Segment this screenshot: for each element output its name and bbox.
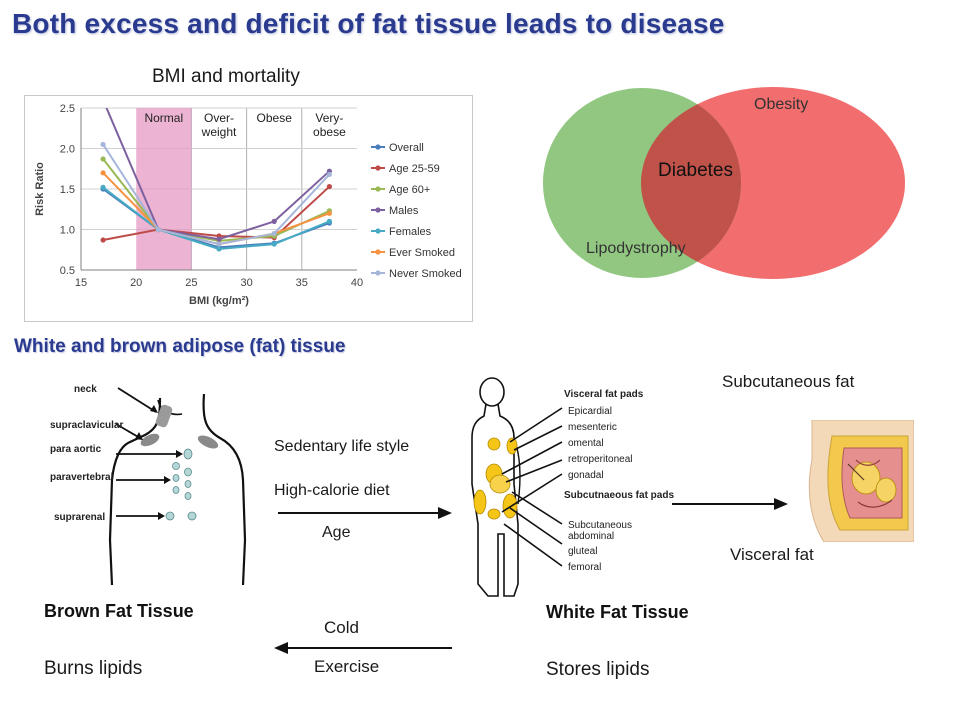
label-gluteal: gluteal [568,546,598,557]
brown-fat-figure: neck supraclavicular para aortic paraver… [40,380,270,590]
y-tick-label: 2.0 [60,144,75,156]
series-point [100,156,106,162]
band-label: Normal [144,111,183,125]
band-label: weight [201,125,237,139]
series-point [100,237,106,243]
label-cold: Cold [324,618,359,637]
x-tick-label: 20 [130,277,142,289]
label-omental: omental [568,438,604,449]
body-outline [471,377,563,597]
legend-label: Age 60+ [389,184,430,196]
label-suprarenal: suprarenal [54,512,106,523]
series-point [271,230,277,237]
subcut-header: Subcutnaeous fat pads [564,490,675,501]
legend-label: Never Smoked [389,268,462,280]
y-tick-label: 0.5 [60,265,75,277]
label-neck: neck [74,384,97,395]
label-exercise: Exercise [314,657,380,676]
bmi-chart-svg: Normal Over-weight Obese Very-obese 0.5 1.0 1… [34,103,462,307]
legend-marker [375,270,381,276]
series-point [326,171,332,178]
x-tick-label: 15 [75,277,87,289]
bmi-chart-heading: BMI and mortality [152,66,300,87]
label-visceral-fat: Visceral fat [730,545,814,564]
venn-label-lipodystrophy: Lipodystrophy [586,240,686,257]
brown-fat-title: Brown Fat Tissue [44,601,194,621]
white-fat-figure: Visceral fat pads Epicardial mesenteric … [464,374,674,604]
legend-label: Ever Smoked [389,247,455,259]
legend-marker [375,249,381,255]
x-tick-label: 30 [240,277,252,289]
venn-overlap [641,88,741,278]
x-tick-label: 35 [296,277,308,289]
series-point [216,246,222,252]
x-tick-label: 25 [185,277,197,289]
white-fat-title: White Fat Tissue [546,602,689,622]
legend-marker [375,144,381,150]
band-label: obese [313,125,346,139]
band-label: Obese [257,111,293,125]
legend-marker [375,165,381,171]
label-sedentary: Sedentary life style [274,438,410,455]
venn-label-obesity: Obesity [754,96,809,113]
series-point [216,236,222,242]
legend-label: Overall [389,142,424,154]
brown-fat-action: Burns lipids [44,658,143,679]
section-subtitle: White and brown adipose (fat) tissue [14,336,346,357]
bmi-mortality-chart: Normal Over-weight Obese Very-obese 0.5 1.0 1… [24,95,473,322]
series-point [271,241,277,247]
series-point [326,218,332,224]
label-mesenteric: mesenteric [568,422,617,433]
legend-label: Age 25-59 [389,163,440,175]
label-age: Age [322,524,351,541]
label-paravertebral: paravertebral [50,472,114,483]
right-arrow-brown-to-white [278,505,454,521]
x-axis-label: BMI (kg/m²) [189,295,249,307]
series-point [155,226,161,233]
series-point [100,184,106,190]
label-para-aortic: para aortic [50,444,102,455]
band-label: Very- [315,111,343,125]
label-high-calorie: High-calorie diet [274,482,390,499]
band-label: Over- [204,111,234,125]
venn-label-diabetes: Diabetes [658,160,733,181]
series-point [326,183,332,190]
page-title: Both excess and deficit of fat tissue le… [12,8,725,39]
venn-diagram: Obesity Diabetes Lipodystrophy [540,86,910,286]
y-tick-label: 1.5 [60,184,75,196]
y-tick-label: 1.0 [60,225,75,237]
series-point [100,141,106,148]
label-supraclavicular: supraclavicular [50,420,124,431]
series-point [100,170,106,176]
label-subcutaneous-fat: Subcutaneous fat [722,372,855,391]
torso-outline [108,387,247,586]
series-point [216,241,222,247]
label-retroperitoneal: retroperitoneal [568,454,633,465]
legend-label: Males [389,205,419,217]
legend-label: Females [389,226,432,238]
y-axis-label: Risk Ratio [34,162,46,216]
visceral-header: Visceral fat pads [564,389,644,400]
legend-marker [375,228,381,234]
left-arrow-white-to-brown [272,640,452,656]
series-point [271,218,277,224]
legend-marker [375,207,381,213]
chart-lines [100,108,332,252]
white-fat-action: Stores lipids [546,659,650,680]
chart-bands: Normal Over-weight Obese Very-obese [136,108,346,270]
x-tick-label: 40 [351,277,363,289]
legend-marker [375,186,381,192]
label-epicardial: Epicardial [568,406,612,417]
label-femoral: femoral [568,562,602,573]
belly-cross-section [804,419,915,543]
right-arrow-to-belly [672,496,790,512]
band-normal-fill [136,108,192,270]
series-point [326,210,332,216]
label-gonadal: gonadal [568,470,604,481]
label-subcutaneous-abdominal: Subcutaneous abdominal [568,520,632,542]
y-tick-label: 2.5 [60,103,75,115]
